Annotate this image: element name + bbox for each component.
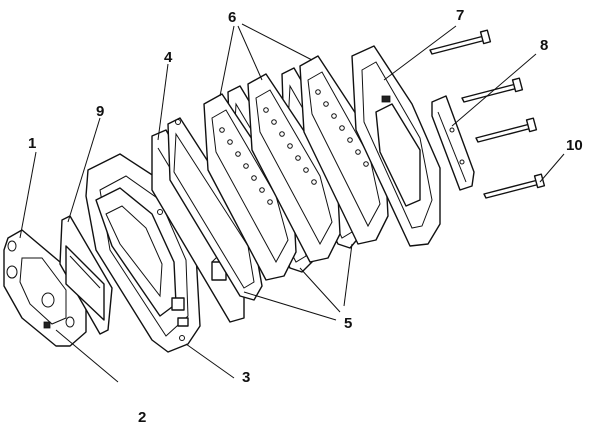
callout-7: 7	[456, 7, 464, 24]
part-5-gasket-a	[167, 117, 263, 301]
callout-5: 5	[344, 315, 352, 332]
part-7-end-frame	[351, 45, 441, 247]
leader-lines	[19, 23, 565, 383]
callout-8: 8	[540, 37, 548, 54]
hole-row-b	[263, 107, 317, 185]
part-6-frame-a	[203, 93, 297, 281]
hole-row-c	[315, 89, 369, 167]
hole-row-a	[219, 127, 273, 205]
callout-4: 4	[164, 49, 173, 66]
callout-2: 2	[138, 409, 146, 426]
callout-3: 3	[242, 369, 250, 386]
bolt-2	[461, 77, 524, 103]
callout-6: 6	[228, 9, 236, 26]
bolt-4	[483, 173, 546, 199]
callout-labels: 1 2 3 4 5 6 7 8 9 10	[28, 7, 583, 426]
bolt-1	[429, 29, 492, 55]
callout-9: 9	[96, 103, 104, 120]
part-1-gasket	[3, 229, 87, 347]
callout-1: 1	[28, 135, 36, 152]
part-3-housing	[85, 153, 201, 353]
bolt-3	[475, 117, 538, 143]
callout-10: 10	[566, 137, 583, 154]
part-6-frame-c	[299, 55, 389, 245]
part-6-frame-b	[247, 73, 341, 263]
part-8-plate	[431, 95, 475, 191]
